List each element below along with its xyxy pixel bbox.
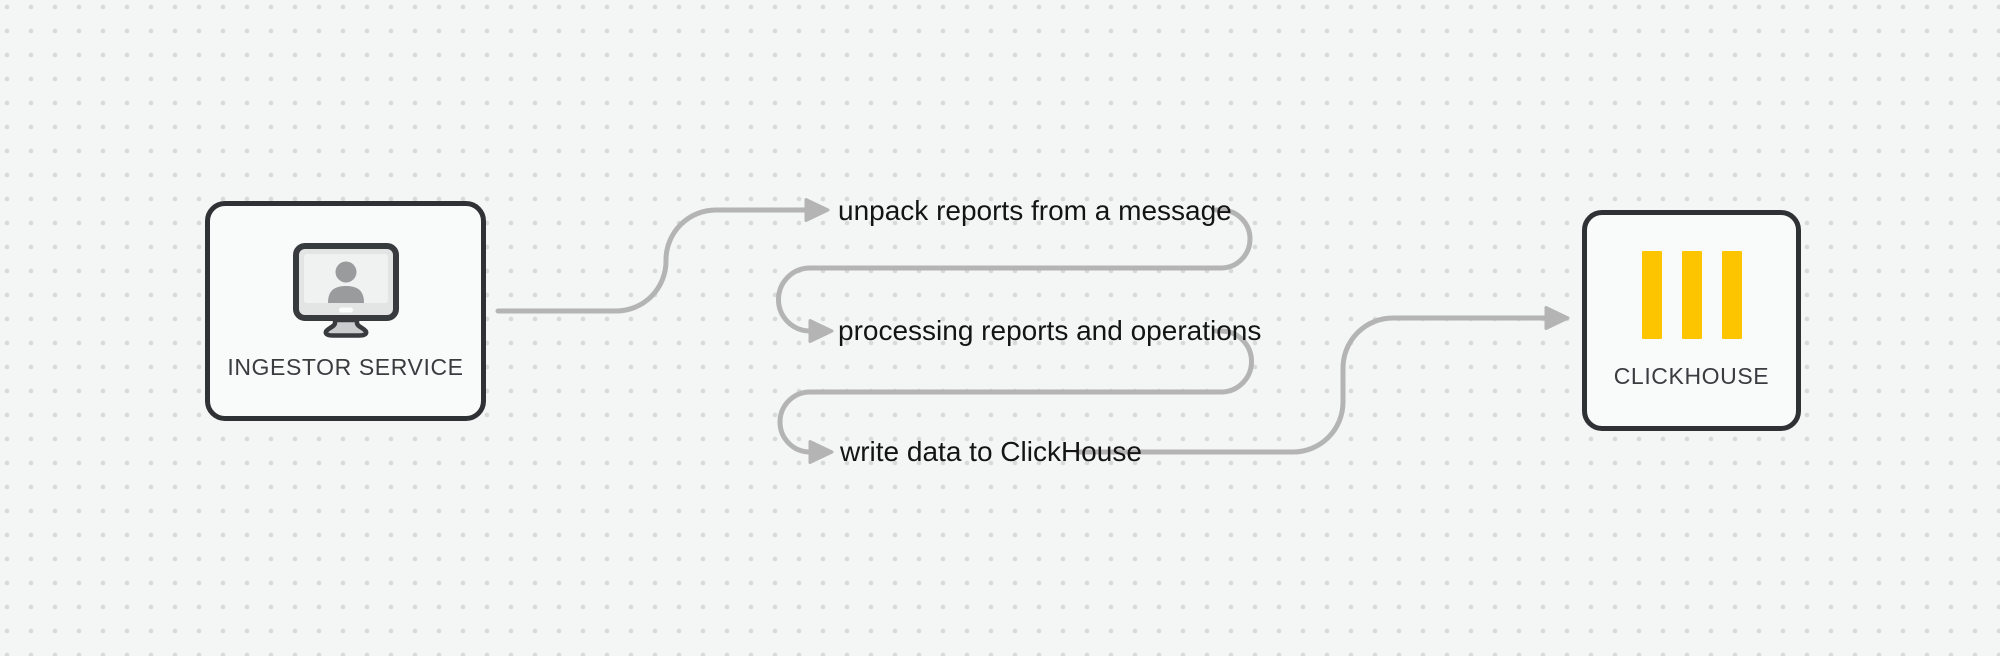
step-label-processing-reports[interactable]: processing reports and operations bbox=[838, 315, 1262, 346]
arrowhead-icon bbox=[804, 198, 830, 222]
arrowhead-icon bbox=[1544, 306, 1570, 330]
connector-ingestor-to-step1[interactable] bbox=[495, 207, 809, 314]
step-label-write-data[interactable]: write data to ClickHouse bbox=[840, 436, 1142, 467]
step-label-unpack-reports[interactable]: unpack reports from a message bbox=[838, 195, 1232, 226]
connector-step1-to-step2[interactable] bbox=[776, 207, 1253, 334]
node-label-clickhouse: CLICKHOUSE bbox=[1613, 363, 1770, 389]
arrowhead-icon bbox=[808, 319, 834, 343]
monitor-user-icon bbox=[288, 242, 404, 338]
connector-step2-to-step3[interactable] bbox=[777, 328, 1254, 455]
node-label-ingestor-service: INGESTOR SERVICE bbox=[227, 353, 464, 380]
clickhouse-logo-icon bbox=[1641, 251, 1742, 339]
node-ingestor-service[interactable]: INGESTOR SERVICE bbox=[205, 201, 486, 421]
node-clickhouse[interactable]: CLICKHOUSE bbox=[1582, 210, 1801, 431]
arrowhead-icon bbox=[808, 440, 834, 464]
